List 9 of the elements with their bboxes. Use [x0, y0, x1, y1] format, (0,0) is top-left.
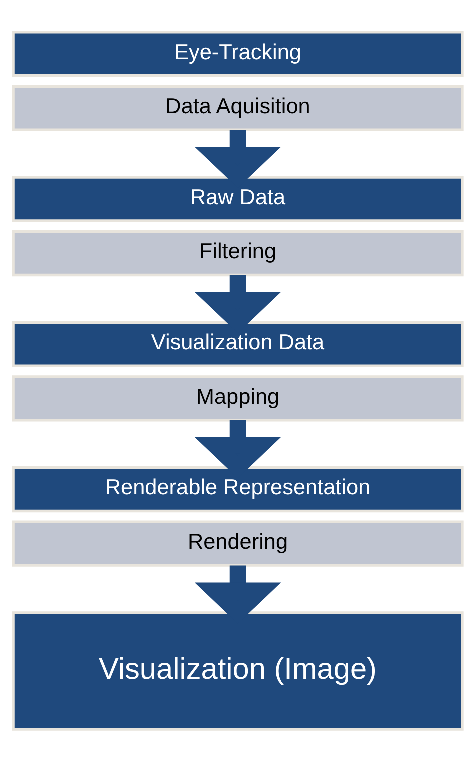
node-box: Mapping [12, 376, 464, 422]
node-box: Eye-Tracking [12, 31, 464, 78]
node-box: Renderable Representation [12, 466, 464, 513]
node-box: Data Aquisition [12, 85, 464, 132]
node-box: Visualization (Image) [12, 612, 464, 731]
node-box: Rendering [12, 520, 464, 567]
node-box: Filtering [12, 230, 464, 277]
node-box: Visualization Data [12, 321, 464, 368]
node-box: Raw Data [12, 176, 464, 222]
